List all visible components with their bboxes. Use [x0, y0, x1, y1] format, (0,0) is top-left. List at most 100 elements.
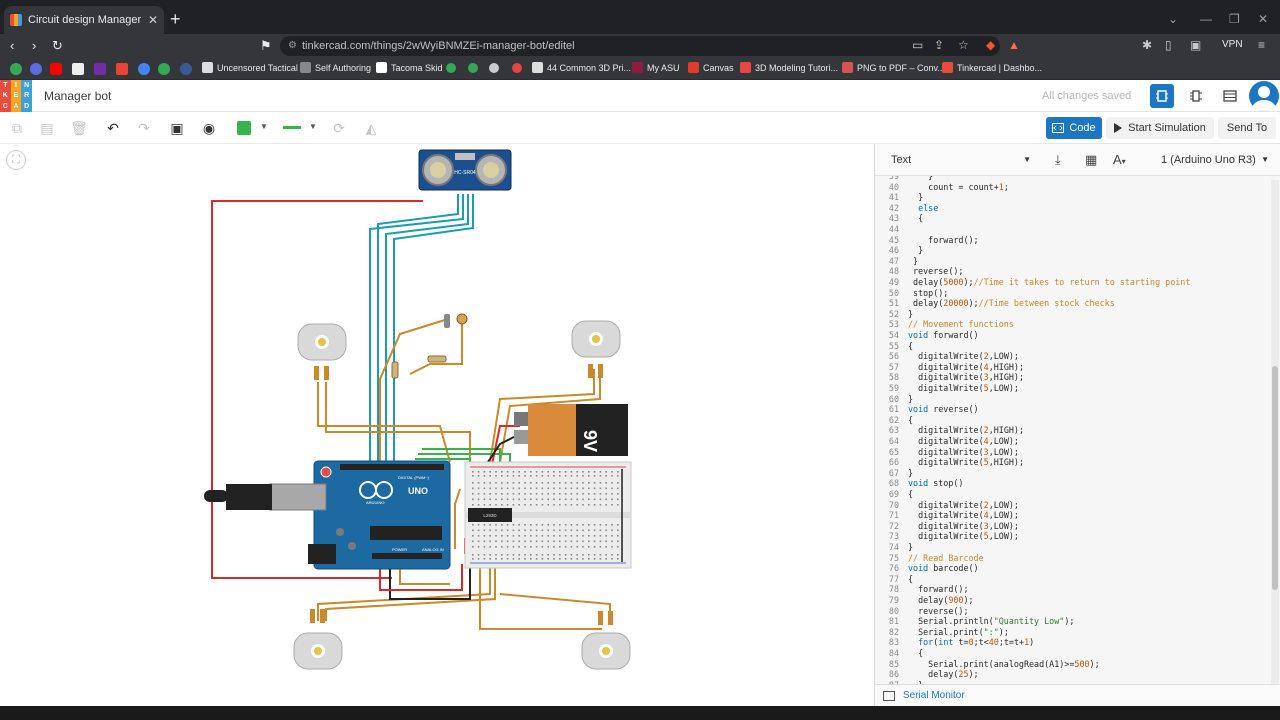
undo-icon[interactable]: ↶: [107, 119, 119, 136]
project-name[interactable]: Manager bot: [44, 89, 112, 103]
code-line[interactable]: 75// Read Barcode: [875, 553, 1275, 564]
maximize-icon[interactable]: ❐: [1229, 12, 1240, 26]
code-line[interactable]: 78 forward();: [875, 584, 1275, 595]
bookmark-item[interactable]: Uncensored Tactical: [202, 62, 298, 73]
reload-icon[interactable]: ↻: [52, 38, 63, 53]
code-line[interactable]: 73 digitalWrite(5,LOW);: [875, 531, 1275, 542]
code-line[interactable]: 74}: [875, 542, 1275, 553]
close-tab-icon[interactable]: ✕: [147, 13, 158, 27]
zoom-to-fit-icon[interactable]: ⛶: [6, 150, 26, 170]
code-line[interactable]: 83 for(int t=0;t<40;t=t+1): [875, 637, 1275, 648]
dc-motor[interactable]: [297, 323, 347, 380]
code-line[interactable]: 72 digitalWrite(3,LOW);: [875, 521, 1275, 532]
extensions-icon[interactable]: ✱: [1142, 38, 1153, 52]
download-icon[interactable]: ⤓: [1055, 152, 1061, 167]
forward-icon[interactable]: ›: [32, 38, 37, 53]
code-line[interactable]: 84 {: [875, 648, 1275, 659]
code-line[interactable]: 57 digitalWrite(4,HIGH);: [875, 362, 1275, 373]
send-to-button[interactable]: Send To: [1218, 117, 1276, 139]
bookmark-item[interactable]: PNG to PDF – Conv...: [842, 62, 945, 73]
code-line[interactable]: 66 digitalWrite(5,HIGH);: [875, 457, 1275, 468]
user-avatar[interactable]: [1249, 81, 1279, 111]
chevron-down-icon[interactable]: ▼: [260, 122, 268, 131]
code-line[interactable]: 50 stop();: [875, 288, 1275, 299]
flip-icon[interactable]: ◭: [365, 119, 377, 136]
bookmark-item[interactable]: Self Authoring: [300, 62, 371, 73]
color-swatch[interactable]: [237, 121, 251, 135]
dc-motor[interactable]: [571, 320, 621, 378]
code-scrollbar[interactable]: [1271, 180, 1279, 684]
new-tab-button[interactable]: +: [170, 9, 181, 29]
site-info-icon[interactable]: ⚙: [288, 40, 297, 51]
code-line[interactable]: 44: [875, 224, 1275, 235]
code-line[interactable]: 69{: [875, 489, 1275, 500]
code-line[interactable]: 87 }: [875, 680, 1275, 684]
code-line[interactable]: 39 }: [875, 176, 1275, 182]
photoresistor[interactable]: [444, 313, 468, 328]
code-line[interactable]: 62{: [875, 415, 1275, 426]
cast-icon[interactable]: ▭: [912, 38, 924, 52]
ultrasonic-sensor[interactable]: HC-SR04: [418, 149, 512, 191]
code-line[interactable]: 71 digitalWrite(4,LOW);: [875, 510, 1275, 521]
yahoo-icon[interactable]: [94, 63, 106, 75]
code-line[interactable]: 82 Serial.print(":");: [875, 627, 1275, 638]
code-line[interactable]: 79 delay(900);: [875, 595, 1275, 606]
battery-9v[interactable]: 9V: [514, 404, 628, 456]
dc-motor[interactable]: [581, 611, 631, 670]
code-line[interactable]: 40 count = count+1;: [875, 182, 1275, 193]
bookmark-item[interactable]: Tinkercad | Dashbo...: [942, 62, 1042, 73]
breadboard[interactable]: L293D: [464, 461, 632, 569]
bookmark-green-icon[interactable]: [158, 63, 170, 75]
menu-icon[interactable]: ≡: [1258, 38, 1266, 52]
code-line[interactable]: 41 }: [875, 192, 1275, 203]
motor-driver-chip[interactable]: [468, 508, 512, 522]
bookmark-globe-icon[interactable]: [180, 63, 192, 75]
resistor[interactable]: [391, 355, 447, 379]
serial-monitor-bar[interactable]: Serial Monitor: [875, 684, 1280, 706]
gmail-icon[interactable]: [116, 63, 128, 75]
circuit-canvas[interactable]: ⛶: [0, 144, 874, 706]
bookmark-ring-icon[interactable]: [446, 63, 456, 73]
code-button[interactable]: Code: [1046, 117, 1102, 139]
url-bar[interactable]: ⚙ tinkercad.com/things/2wWyiBNMZEi-manag…: [280, 36, 1000, 56]
back-icon[interactable]: ‹: [10, 38, 15, 53]
code-line[interactable]: 65 digitalWrite(3,LOW);: [875, 447, 1275, 458]
delete-icon[interactable]: 🗑: [70, 119, 88, 136]
bookmark-item[interactable]: Tacoma Skid: [376, 62, 443, 73]
dc-motor[interactable]: [293, 609, 343, 670]
star-icon[interactable]: ☆: [958, 38, 969, 52]
bookmark-tag-icon[interactable]: [489, 63, 499, 73]
component-list-button[interactable]: [1218, 84, 1242, 108]
code-line[interactable]: 47 }: [875, 256, 1275, 267]
code-line[interactable]: 77{: [875, 574, 1275, 585]
circuit-view-button[interactable]: [1150, 84, 1174, 108]
paste-icon[interactable]: ▤: [40, 119, 54, 136]
scrollbar-thumb[interactable]: [1272, 366, 1278, 590]
schematic-view-button[interactable]: [1184, 84, 1208, 108]
share-icon[interactable]: ⇪: [934, 38, 945, 52]
notes-icon[interactable]: ▣: [170, 119, 184, 136]
notes-visibility-icon[interactable]: ◉: [202, 119, 216, 136]
code-line[interactable]: 42 else: [875, 203, 1275, 214]
font-size-icon[interactable]: A▾: [1113, 152, 1126, 167]
amazon-icon[interactable]: [72, 63, 84, 75]
chevron-down-icon[interactable]: ▼: [309, 122, 317, 131]
code-line[interactable]: 51 delay(20000);//Time between stock che…: [875, 298, 1275, 309]
code-line[interactable]: 81 Serial.println("Quantity Low");: [875, 616, 1275, 627]
bookmark-icon[interactable]: ⚑: [260, 38, 272, 53]
upload-icon[interactable]: ▦: [1085, 152, 1098, 167]
close-window-icon[interactable]: ✕: [1258, 12, 1269, 26]
code-line[interactable]: 63 digitalWrite(2,HIGH);: [875, 425, 1275, 436]
tab-search-icon[interactable]: ⌄: [1168, 12, 1179, 26]
code-line[interactable]: 60}: [875, 394, 1275, 405]
vpn-button[interactable]: VPN: [1222, 39, 1243, 50]
code-line[interactable]: 45 forward();: [875, 235, 1275, 246]
code-line[interactable]: 80 reverse();: [875, 606, 1275, 617]
code-mode-select[interactable]: Text ▼: [881, 150, 1037, 170]
code-line[interactable]: 85 Serial.print(analogRead(A1)>=500);: [875, 659, 1275, 670]
